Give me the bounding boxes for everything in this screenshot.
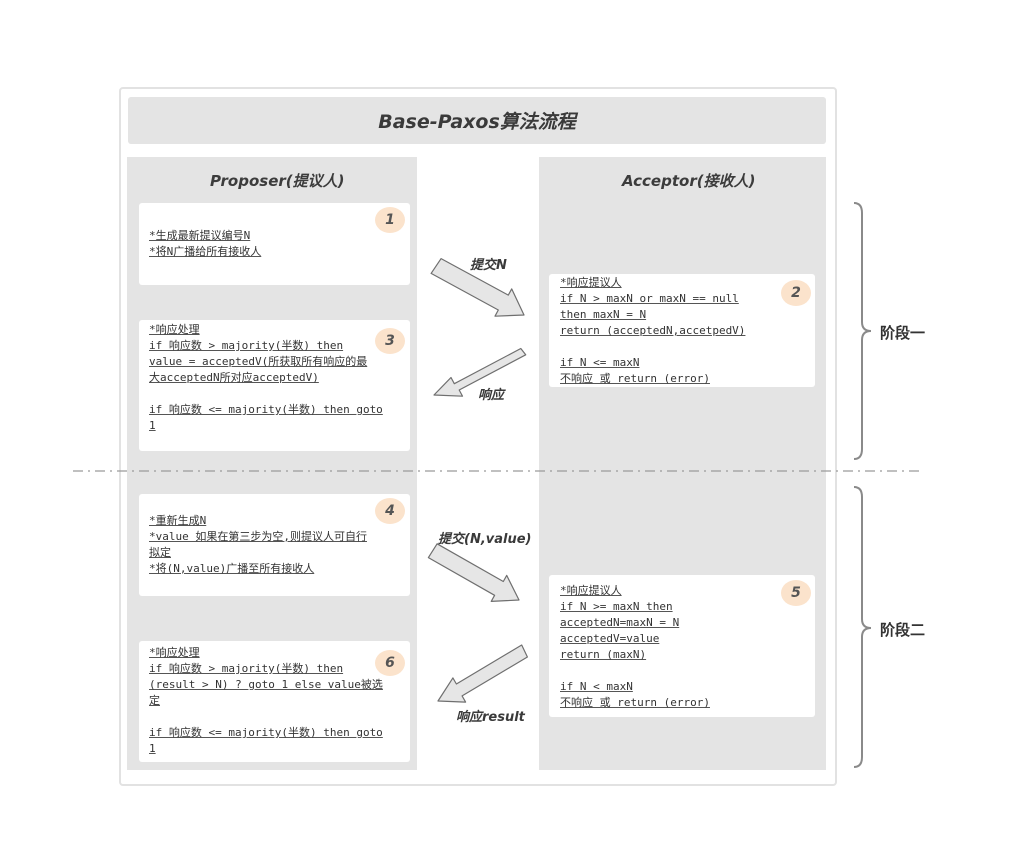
- step-3-card: [139, 320, 410, 451]
- step-2-text: *响应提议人 if N > maxN or maxN == null then ma…: [560, 275, 745, 387]
- card-line: (result > N) ? goto 1 else value被选: [149, 678, 383, 691]
- arrow-label-response: 响应: [478, 388, 505, 403]
- arrow-label-submit-n: 提交N: [470, 258, 507, 273]
- phase1-brace: [853, 202, 872, 460]
- card-line: *响应提议人: [560, 584, 622, 597]
- diagram-title: Base-Paxos算法流程: [128, 97, 826, 144]
- phase2-brace: [853, 486, 872, 768]
- card-line: 定: [149, 694, 160, 707]
- step-1-card: [139, 203, 410, 285]
- card-line: *响应提议人: [560, 276, 622, 289]
- card-line: *将(N,value)广播至所有接收人: [149, 562, 315, 575]
- step-3-text: *响应处理 if 响应数 > majority(半数) then value = a…: [149, 322, 383, 434]
- step-6-text: *响应处理 if 响应数 > majority(半数) then (result >…: [149, 645, 383, 757]
- step-4-badge: 4: [375, 498, 405, 524]
- arrow-submit-n: [430, 258, 525, 317]
- step-4-card: [139, 494, 410, 596]
- card-line: then maxN = N: [560, 308, 647, 321]
- card-line: *生成最新提议编号N: [149, 229, 251, 242]
- arrow-label-submit-n-value: 提交(N,value): [438, 532, 532, 547]
- step-4-text: *重新生成N *value 如果在第三步为空,则提议人可自行拟定 *将(N,valu…: [149, 513, 367, 577]
- card-line: if N > maxN or maxN == null: [560, 292, 739, 305]
- card-line: value = acceptedV(所获取所有响应的最: [149, 355, 368, 368]
- card-line: *响应处理: [149, 323, 200, 336]
- card-line: *重新生成N: [149, 514, 207, 527]
- arrow-label-response-result: 响应result: [456, 710, 525, 725]
- step-1-badge: 1: [375, 207, 405, 233]
- card-line: *value 如果在第三步为空,则提议人可自行: [149, 530, 367, 543]
- card-line: if 响应数 > majority(半数) then: [149, 339, 344, 352]
- arrow-response: [433, 347, 527, 397]
- step-2-card: [549, 274, 815, 387]
- phase2-label: 阶段二: [880, 621, 926, 639]
- card-line: 拟定: [149, 546, 171, 559]
- card-line: acceptedV=value: [560, 632, 660, 645]
- card-line: if 响应数 > majority(半数) then: [149, 662, 344, 675]
- card-line: if 响应数 <= majority(半数) then goto: [149, 403, 383, 416]
- card-line: 不响应 或 return (error): [560, 372, 710, 385]
- card-line: *将N广播给所有接收人: [149, 245, 262, 258]
- card-line: return (maxN): [560, 648, 647, 661]
- card-line: acceptedN=maxN = N: [560, 616, 680, 629]
- proposer-heading: Proposer(提议人): [210, 172, 345, 190]
- card-line: *响应处理: [149, 646, 200, 659]
- acceptor-heading: Acceptor(接收人): [622, 172, 756, 190]
- card-line: if 响应数 <= majority(半数) then goto: [149, 726, 383, 739]
- card-line: if N >= maxN then: [560, 600, 673, 613]
- card-line: if N <= maxN: [560, 356, 640, 369]
- phase1-label: 阶段一: [880, 324, 926, 342]
- step-1-text: *生成最新提议编号N *将N广播给所有接收人: [149, 228, 261, 260]
- card-line: 1: [149, 742, 156, 755]
- step-5-badge: 5: [781, 580, 811, 606]
- step-6-badge: 6: [375, 650, 405, 676]
- card-line: 不响应 或 return (error): [560, 696, 710, 709]
- arrow-submit-n-value: [427, 543, 520, 603]
- card-line: return (acceptedN,accetpedV): [560, 324, 746, 337]
- card-line: 大acceptedN所对应acceptedV): [149, 371, 319, 384]
- card-line: 1: [149, 419, 156, 432]
- step-2-badge: 2: [781, 280, 811, 306]
- step-3-badge: 3: [375, 328, 405, 354]
- step-5-card: [549, 575, 815, 717]
- arrow-response-result: [437, 644, 529, 703]
- step-5-text: *响应提议人 if N >= maxN then acceptedN=maxN = …: [560, 583, 710, 711]
- step-6-card: [139, 641, 410, 762]
- card-line: if N < maxN: [560, 680, 633, 693]
